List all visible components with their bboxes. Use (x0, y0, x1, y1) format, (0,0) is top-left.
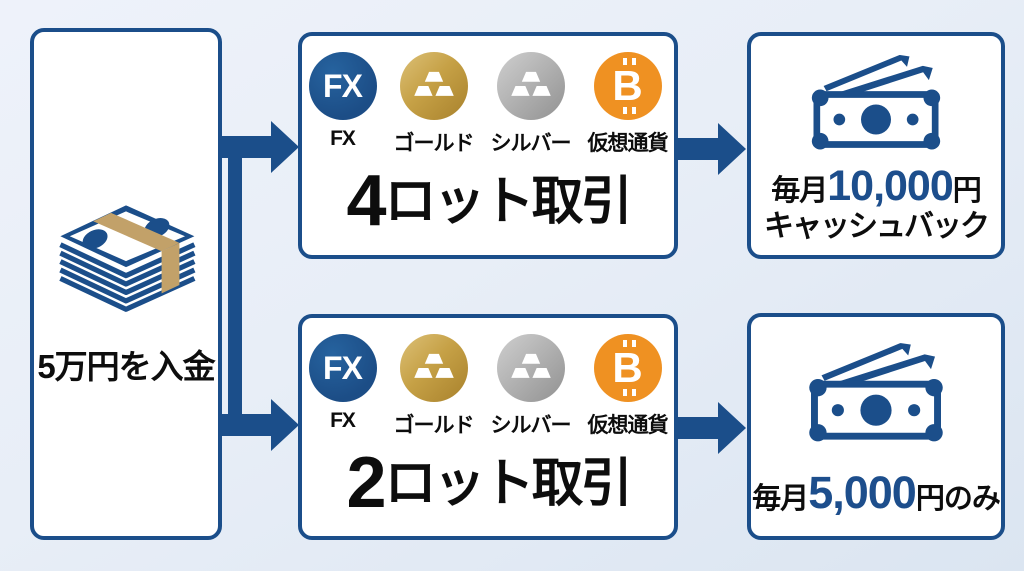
reward-amount: 5,000 (808, 466, 917, 518)
fx-badge-icon: FX (308, 334, 377, 402)
arrow-top-right-head (718, 123, 746, 175)
reward-suffix: 円のみ (915, 482, 1001, 515)
silver-bars-icon (496, 52, 565, 120)
bitcoin-icon: B (593, 334, 662, 402)
bitcoin-prong (622, 389, 627, 396)
asset-crypto: B 仮想通貨 (587, 52, 669, 157)
reward-cashback-label: キャッシュバック (764, 209, 990, 243)
bitcoin-b-glyph: B (612, 62, 643, 109)
asset-label-fx: FX (330, 127, 356, 150)
bitcoin-b-glyph: B (612, 344, 643, 391)
bitcoin-prong (631, 107, 636, 114)
asset-label-silver: シルバー (490, 132, 572, 155)
arrow-bottom-left-bar (222, 414, 274, 436)
gold-bars-icon (399, 52, 468, 120)
arrow-top-left-head (271, 121, 299, 173)
lots-label-2: 2ロット取引 (346, 447, 633, 519)
bitcoin-prong (622, 58, 627, 65)
reward-suffix: 円 (952, 174, 982, 207)
fx-glyph: FX (323, 349, 363, 386)
fx-badge-icon: FX (308, 52, 377, 120)
bitcoin-prong (631, 58, 636, 65)
arrow-vertical-connector (228, 147, 242, 429)
assets-row: FX FX ゴールド (308, 334, 669, 439)
reward-amount: 10,000 (827, 161, 954, 210)
arrow-top-right-bar (676, 138, 720, 160)
asset-fx: FX FX (308, 52, 377, 151)
reward-prefix: 毎月 (771, 174, 828, 207)
lots-number: 4 (346, 161, 386, 241)
bitcoin-prong (622, 107, 627, 114)
gold-bars-icon (399, 334, 468, 402)
asset-crypto: B 仮想通貨 (587, 334, 669, 439)
deposit-panel: 5万円を入金 (30, 28, 222, 540)
money-fan-icon (798, 335, 954, 454)
asset-label-fx: FX (330, 409, 356, 432)
asset-fx: FX FX (308, 334, 377, 433)
asset-label-gold: ゴールド (393, 414, 475, 437)
asset-silver: シルバー (490, 334, 572, 439)
asset-silver: シルバー (490, 52, 572, 157)
deposit-label: 5万円を入金 (37, 347, 215, 385)
lots-text: ロット取引 (384, 173, 633, 231)
asset-label-crypto: 仮想通貨 (587, 132, 669, 155)
money-fan-icon (801, 47, 951, 162)
lots-label-4: 4ロット取引 (346, 165, 633, 237)
asset-gold: ゴールド (393, 52, 475, 157)
bitcoin-prong (631, 340, 636, 347)
money-stack-icon (37, 181, 215, 334)
arrow-bottom-left-head (271, 399, 299, 451)
fx-glyph: FX (323, 67, 363, 104)
arrow-bottom-right-head (718, 402, 746, 454)
asset-label-silver: シルバー (490, 414, 572, 437)
plan-panel-2lots: FX FX ゴールド (298, 314, 678, 540)
bitcoin-prong (631, 389, 636, 396)
reward-prefix: 毎月 (752, 482, 809, 515)
lots-text: ロット取引 (384, 455, 633, 513)
bitcoin-prong (622, 340, 627, 347)
asset-gold: ゴールド (393, 334, 475, 439)
asset-label-crypto: 仮想通貨 (587, 414, 669, 437)
plan-panel-4lots: FX FX ゴールド (298, 32, 678, 259)
arrow-bottom-right-bar (676, 417, 720, 439)
silver-bars-icon (496, 334, 565, 402)
lots-number: 2 (346, 443, 386, 523)
bitcoin-icon: B (593, 52, 662, 120)
assets-row: FX FX ゴールド (308, 52, 669, 157)
asset-label-gold: ゴールド (393, 132, 475, 155)
